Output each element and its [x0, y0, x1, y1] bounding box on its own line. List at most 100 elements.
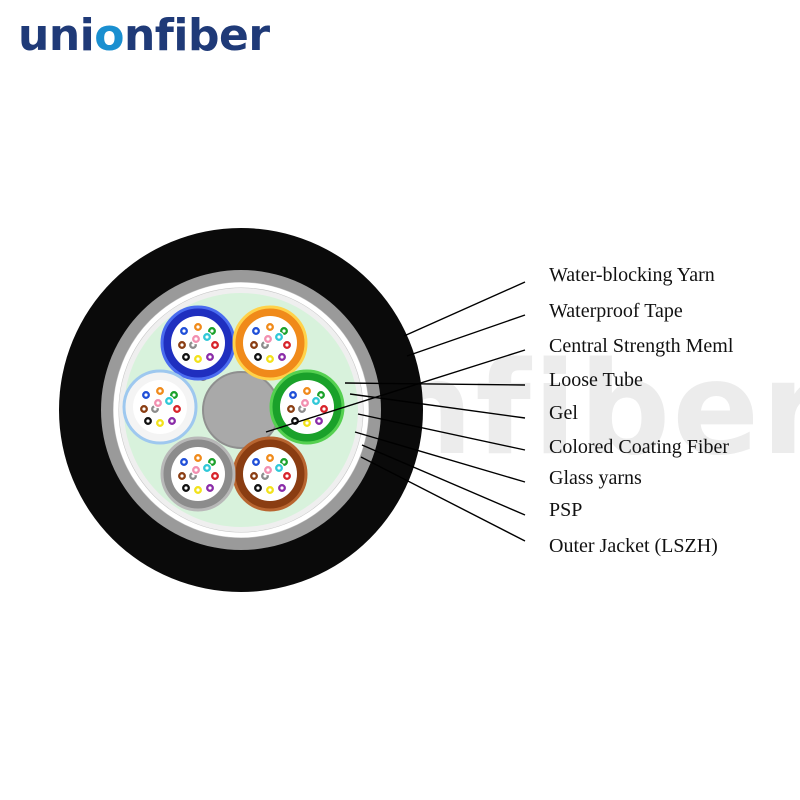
- fiber-core: [293, 419, 297, 423]
- tube-highlight: [232, 305, 308, 381]
- fiber-core: [277, 466, 281, 470]
- fiber-core: [210, 329, 214, 333]
- fiber-core: [256, 355, 260, 359]
- fiber-core: [158, 389, 162, 393]
- central-strength-member: [203, 372, 279, 448]
- fiber-core: [280, 355, 284, 359]
- loose-tube: [122, 369, 198, 445]
- fiber-core: [263, 343, 267, 347]
- fiber-core: [266, 337, 270, 341]
- tube-highlight: [122, 369, 198, 445]
- callout-label: Gel: [549, 402, 578, 424]
- leader-line: [357, 413, 526, 451]
- fiber-core: [205, 466, 209, 470]
- fiber-core: [196, 456, 200, 460]
- loose-tube: [232, 305, 308, 381]
- logo-o-mark: o: [94, 10, 124, 61]
- fiber-core: [282, 329, 286, 333]
- fiber-core: [191, 343, 195, 347]
- fiber-core: [213, 343, 217, 347]
- fiber-core: [202, 474, 206, 478]
- fiber-core: [311, 407, 315, 411]
- fiber-core: [194, 468, 198, 472]
- fiber-core: [254, 329, 258, 333]
- fiber-core: [268, 325, 272, 329]
- fiber-core: [180, 343, 184, 347]
- fiber-core: [266, 468, 270, 472]
- fiber-core: [144, 393, 148, 397]
- leader-line: [403, 281, 526, 337]
- fiber-core: [196, 488, 200, 492]
- leader-line: [354, 431, 526, 483]
- fiber-core: [194, 337, 198, 341]
- loose-tube: [232, 436, 308, 512]
- fiber-core: [172, 393, 176, 397]
- callout-label: Outer Jacket (LSZH): [549, 535, 718, 557]
- fiber-core: [252, 474, 256, 478]
- fiber-core: [182, 329, 186, 333]
- loose-tube: [269, 369, 345, 445]
- leader-line: [361, 444, 526, 516]
- fiber-core: [274, 343, 278, 347]
- callout-label: Colored Coating Fiber: [549, 436, 729, 458]
- waterproof-tape-ring: [113, 282, 369, 538]
- fiber-core: [285, 474, 289, 478]
- fiber-core: [164, 407, 168, 411]
- fiber-core: [303, 401, 307, 405]
- logo-text-start: uni: [18, 10, 95, 61]
- fiber-core: [256, 486, 260, 490]
- fiber-core: [182, 460, 186, 464]
- fiber-core: [184, 355, 188, 359]
- fiber-core: [268, 488, 272, 492]
- fiber-core: [196, 357, 200, 361]
- fiber-core: [291, 393, 295, 397]
- logo-text-end: nfiber: [123, 10, 270, 61]
- fiber-core: [300, 407, 304, 411]
- fiber-core: [153, 407, 157, 411]
- fiber-core: [210, 460, 214, 464]
- fiber-core: [280, 486, 284, 490]
- fiber-core: [322, 407, 326, 411]
- brand-logo: unionfiber: [18, 10, 270, 61]
- fiber-core: [277, 335, 281, 339]
- fiber-core: [202, 343, 206, 347]
- fiber-core: [263, 474, 267, 478]
- loose-tube: [160, 436, 236, 512]
- leader-line: [360, 456, 526, 542]
- fiber-core: [314, 399, 318, 403]
- fiber-core: [274, 474, 278, 478]
- fiber-core: [268, 357, 272, 361]
- callout-label: Loose Tube: [549, 369, 643, 391]
- leader-line: [349, 393, 526, 419]
- fiber-core: [305, 389, 309, 393]
- fiber-core: [170, 419, 174, 423]
- callout-label: PSP: [549, 499, 582, 521]
- fiber-core: [305, 421, 309, 425]
- fiber-core: [268, 456, 272, 460]
- fiber-core: [156, 401, 160, 405]
- loose-tube: [160, 305, 236, 381]
- fiber-core: [205, 335, 209, 339]
- fiber-core: [254, 460, 258, 464]
- fiber-core: [146, 419, 150, 423]
- fiber-core: [208, 355, 212, 359]
- leader-line: [265, 349, 526, 433]
- fiber-core: [191, 474, 195, 478]
- fiber-core: [319, 393, 323, 397]
- callout-label: Central Strength Meml: [549, 335, 734, 357]
- tube-highlight: [160, 436, 236, 512]
- leader-line: [406, 314, 526, 357]
- callout-label: Water-blocking Yarn: [549, 264, 715, 286]
- fiber-core: [208, 486, 212, 490]
- leader-lines: [265, 281, 526, 542]
- fiber-core: [180, 474, 184, 478]
- callout-label: Waterproof Tape: [549, 300, 683, 322]
- fiber-core: [289, 407, 293, 411]
- fiber-core: [196, 325, 200, 329]
- fiber-core: [184, 486, 188, 490]
- fiber-core: [213, 474, 217, 478]
- fiber-core: [285, 343, 289, 347]
- leader-line: [344, 382, 526, 386]
- fiber-core: [317, 419, 321, 423]
